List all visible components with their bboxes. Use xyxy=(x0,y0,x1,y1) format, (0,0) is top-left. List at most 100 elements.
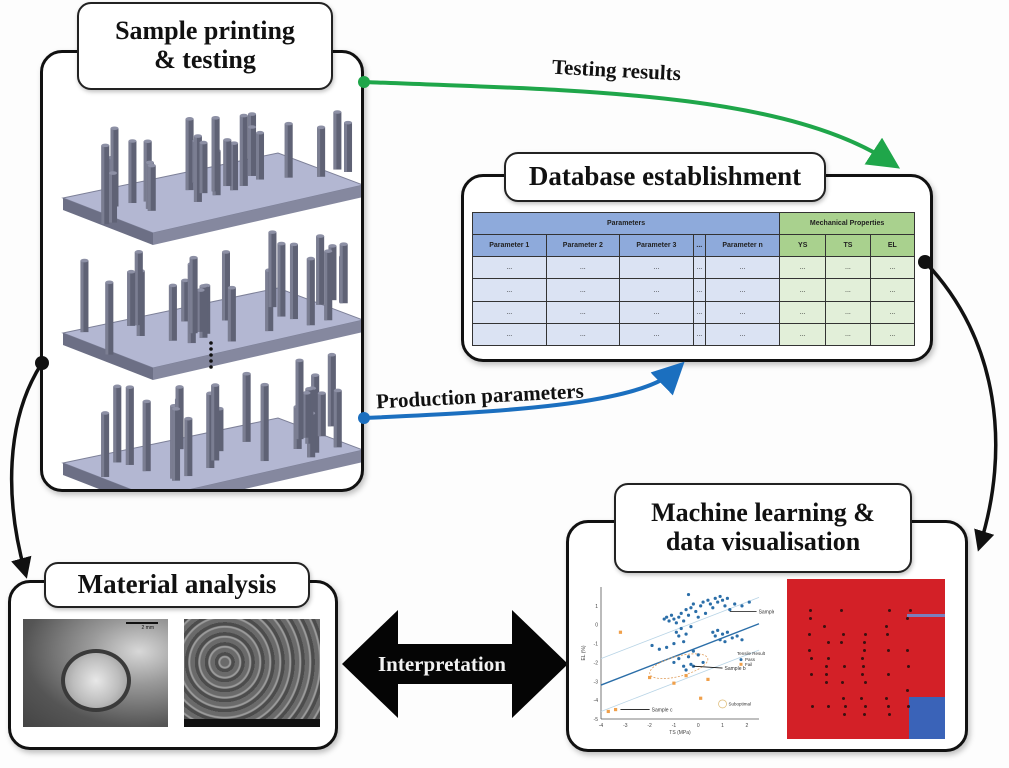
table-cell: ... xyxy=(779,300,827,324)
table-group-header-row: Parameters Mechanical Properties xyxy=(471,211,915,236)
data-point-pass xyxy=(686,592,691,597)
x-tick-label: 2 xyxy=(745,723,748,729)
printed-pillar xyxy=(333,388,342,448)
data-point-pass xyxy=(677,615,681,619)
lower-band xyxy=(600,649,760,712)
annotation-label: Sample b xyxy=(725,666,746,672)
printed-pillar xyxy=(316,234,325,305)
data-point-pass xyxy=(691,602,695,606)
sem-info-bar xyxy=(184,719,320,727)
table-cell: ... xyxy=(869,278,916,302)
data-point-pass xyxy=(703,611,708,615)
data-point-pass xyxy=(711,606,715,610)
printed-pillar xyxy=(109,171,118,223)
table-cell: ... xyxy=(869,300,916,324)
printed-pillar xyxy=(211,383,220,461)
heatmap-marker xyxy=(840,681,844,684)
data-point-pass xyxy=(694,609,698,614)
printed-pillar xyxy=(101,411,110,477)
table-cell: ... xyxy=(692,322,706,347)
data-point-fail xyxy=(606,709,610,714)
data-point-pass xyxy=(682,640,686,644)
table-cell: ... xyxy=(779,256,827,280)
table-cell: ... xyxy=(825,300,871,324)
heatmap-marker xyxy=(826,705,830,708)
data-point-pass xyxy=(682,664,686,668)
heatmap-marker xyxy=(885,633,889,636)
printed-pillar xyxy=(260,382,269,462)
sample-cross-section xyxy=(61,649,131,712)
material-analysis-panel: 2 mm xyxy=(8,580,338,750)
data-point-fail xyxy=(699,696,703,700)
heatmap-marker xyxy=(810,705,814,708)
data-point-pass xyxy=(747,600,751,604)
annotation-label: Sample a xyxy=(759,610,774,616)
data-point-pass xyxy=(684,668,688,672)
sample-printing-panel xyxy=(40,50,364,492)
table-cell: ... xyxy=(825,322,871,347)
data-point-pass xyxy=(713,596,717,600)
printed-pillar xyxy=(211,115,220,192)
heatmap-marker xyxy=(908,609,912,612)
ellipsis-dot xyxy=(209,341,213,345)
sem-micrograph xyxy=(184,619,320,727)
data-point-pass xyxy=(689,625,693,629)
heatmap-marker xyxy=(825,665,829,668)
table-cell: ... xyxy=(779,278,827,302)
heatmap-marker xyxy=(826,641,830,644)
column-header: TS xyxy=(825,234,871,258)
printed-pillar xyxy=(242,371,251,442)
data-point-pass xyxy=(677,634,681,638)
suboptimal-legend-marker xyxy=(718,699,727,709)
table-cell: ... xyxy=(779,322,827,347)
heatmap-marker xyxy=(843,713,847,716)
heatmap-marker xyxy=(860,697,864,700)
printed-pillar xyxy=(185,117,194,191)
x-tick-label: -1 xyxy=(672,723,677,729)
printed-pillar xyxy=(134,250,143,326)
scale-bar xyxy=(126,622,158,624)
table-column-header-row: Parameter 1 Parameter 2 Parameter 3 ... … xyxy=(472,234,916,258)
data-point-pass xyxy=(672,617,676,621)
data-point-pass xyxy=(679,626,683,631)
data-point-pass xyxy=(684,608,688,612)
heatmap-marker xyxy=(808,633,811,636)
data-point-pass xyxy=(667,619,671,623)
table-cell: ... xyxy=(472,278,547,302)
table-row: ........................ xyxy=(472,322,916,347)
legend-marker-pass xyxy=(739,658,743,662)
printed-pillar xyxy=(101,143,110,225)
heatmap-marker xyxy=(842,633,846,636)
table-cell: ... xyxy=(619,322,694,347)
heatmap-marker xyxy=(887,713,891,716)
printed-pillar xyxy=(221,250,230,321)
printed-pillar xyxy=(110,126,119,207)
heatmap-marker xyxy=(826,657,830,660)
group-header-parameters: Parameters xyxy=(471,211,781,236)
printed-pillar xyxy=(284,121,293,178)
x-axis-label: TS (MPa) xyxy=(669,730,691,736)
data-point-pass xyxy=(701,600,705,604)
y-tick-label: 1 xyxy=(595,604,598,610)
printed-pillar xyxy=(324,249,333,321)
y-tick-label: -3 xyxy=(594,679,599,685)
data-point-pass xyxy=(686,613,691,617)
data-point-pass xyxy=(713,634,717,638)
printed-pillar xyxy=(196,288,205,332)
testing-results-arrow xyxy=(363,80,901,169)
column-header: Parameter 3 xyxy=(619,234,694,258)
data-point-pass xyxy=(720,598,725,602)
ellipsis-dot xyxy=(209,353,213,357)
printed-pillar xyxy=(247,125,256,176)
data-point-pass xyxy=(728,608,732,612)
heatmap-marker xyxy=(840,641,844,644)
legend-title: Tensile Result xyxy=(737,651,766,656)
printed-samples-illustration xyxy=(61,110,361,489)
column-header: Parameter 1 xyxy=(472,234,547,258)
x-tick-label: 0 xyxy=(697,723,700,729)
data-point-pass xyxy=(716,600,720,604)
table-cell: ... xyxy=(545,300,621,324)
group-header-mechanical-properties: Mechanical Properties xyxy=(779,211,915,236)
